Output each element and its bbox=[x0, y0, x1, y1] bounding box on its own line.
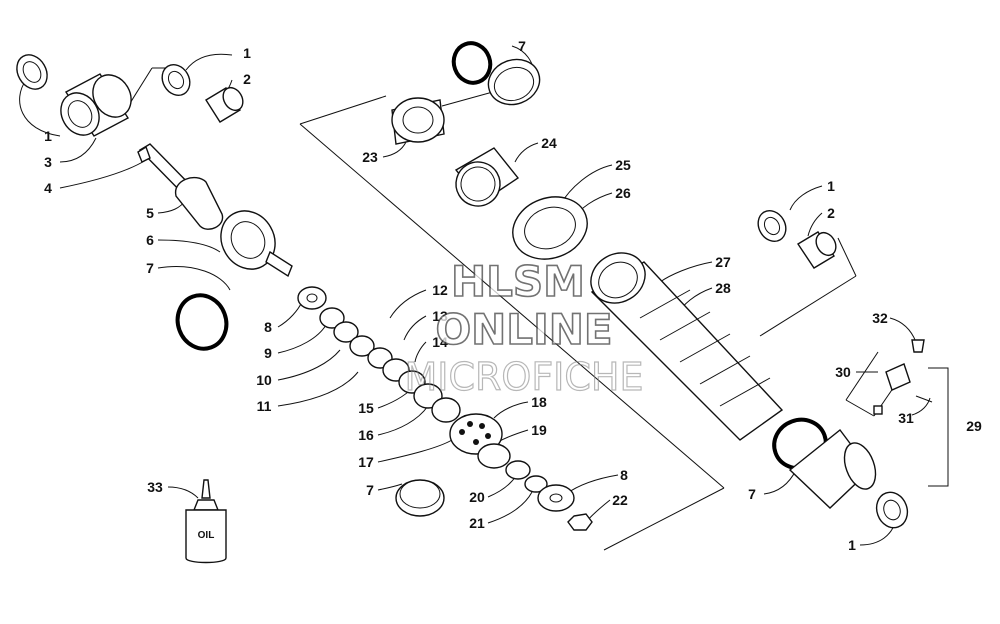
callout-label: 1 bbox=[848, 537, 856, 553]
watermark: HLSM ONLINE MICROFICHE bbox=[404, 256, 644, 399]
callout-label: 21 bbox=[469, 515, 485, 531]
spring-adjuster-25-26 bbox=[512, 196, 588, 260]
callout-label: 18 bbox=[531, 394, 547, 410]
callout-label: 11 bbox=[257, 398, 272, 414]
bushing-1-bottom-right bbox=[875, 491, 909, 529]
oil-bottle-33: OIL bbox=[185, 479, 227, 564]
callout-label: 24 bbox=[541, 135, 557, 151]
lower-housing bbox=[788, 429, 877, 509]
callout-label: 16 bbox=[358, 427, 374, 443]
callout-label: 23 bbox=[362, 149, 378, 165]
callout-label: 26 bbox=[615, 185, 631, 201]
callout-label: 29 bbox=[966, 418, 982, 434]
callout-label: 7 bbox=[518, 38, 526, 54]
reservoir-piston-23 bbox=[391, 97, 445, 145]
callout-label: 2 bbox=[827, 205, 835, 221]
callout-label: 1 bbox=[44, 128, 52, 144]
callout-label: 4 bbox=[44, 180, 52, 196]
callout-label: 10 bbox=[256, 372, 272, 388]
callout-label: 3 bbox=[44, 154, 52, 170]
callout-labels: 1 2 1 3 4 5 6 7 8 9 10 11 12 13 14 15 16… bbox=[44, 38, 982, 553]
callout-label: 27 bbox=[715, 254, 731, 270]
callout-label: 5 bbox=[146, 205, 154, 221]
bushing-1-top-left bbox=[16, 54, 48, 90]
body-27-28 bbox=[590, 252, 784, 441]
o-ring-7-top bbox=[451, 41, 493, 85]
callout-label: 12 bbox=[432, 282, 448, 298]
bushing-1-right bbox=[757, 209, 787, 243]
callout-label: 15 bbox=[358, 400, 374, 416]
callout-label: 22 bbox=[612, 492, 628, 508]
callout-label: 8 bbox=[620, 467, 628, 483]
callout-label: 13 bbox=[432, 308, 448, 324]
callout-label: 6 bbox=[146, 232, 154, 248]
o-ring-7-left bbox=[175, 293, 229, 351]
callout-label: 1 bbox=[827, 178, 835, 194]
callout-label: 31 bbox=[898, 410, 914, 426]
callout-label: 7 bbox=[748, 486, 756, 502]
watermark-line-1: HLSM bbox=[451, 257, 585, 306]
watermark-line-3: MICROFICHE bbox=[404, 355, 643, 399]
callout-label: 20 bbox=[469, 489, 485, 505]
callout-label: 7 bbox=[366, 482, 374, 498]
callout-label: 2 bbox=[243, 71, 251, 87]
sleeve-2-top bbox=[205, 86, 244, 123]
callout-label: 33 bbox=[147, 479, 163, 495]
callout-label: 30 bbox=[835, 364, 851, 380]
body-cap-6 bbox=[220, 210, 293, 278]
callout-label: 25 bbox=[615, 157, 631, 173]
watermark-line-2: ONLINE bbox=[435, 305, 612, 354]
callout-label: 14 bbox=[432, 334, 448, 350]
callout-label: 7 bbox=[146, 260, 154, 276]
washer-stack bbox=[297, 286, 461, 423]
oil-bottle-label: OIL bbox=[198, 530, 215, 541]
sleeve-2-right bbox=[797, 231, 837, 269]
bushing-1-top bbox=[161, 63, 191, 97]
piston-sleeve-7-top bbox=[487, 58, 541, 106]
callout-label: 19 bbox=[531, 422, 547, 438]
callout-label: 17 bbox=[358, 454, 374, 470]
callout-label: 32 bbox=[872, 310, 888, 326]
o-ring-7-bottom bbox=[395, 479, 445, 517]
callout-label: 9 bbox=[264, 345, 272, 361]
callout-label: 8 bbox=[264, 319, 272, 335]
callout-label: 1 bbox=[243, 45, 251, 61]
bumper-5 bbox=[175, 177, 224, 230]
eyelet-3 bbox=[60, 73, 132, 137]
callout-label: 28 bbox=[715, 280, 731, 296]
valve-assembly-29-32 bbox=[873, 339, 933, 415]
bushing-24 bbox=[454, 147, 520, 207]
washer-19-22 bbox=[477, 443, 593, 531]
